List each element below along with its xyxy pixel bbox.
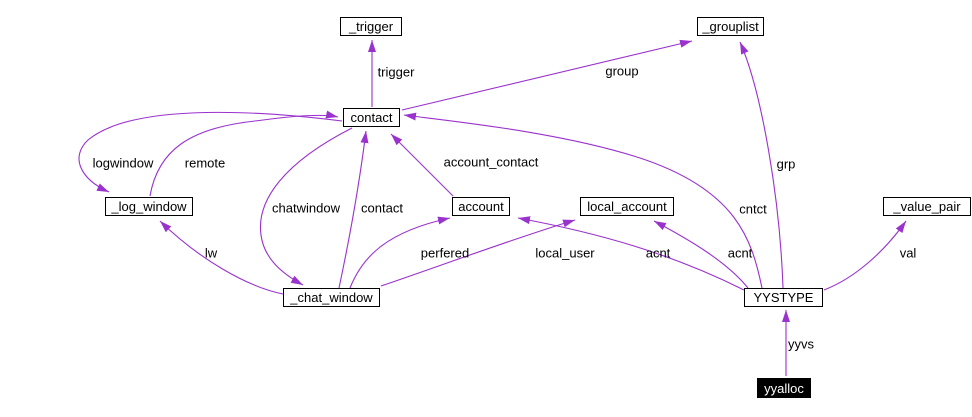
edge-contact-log-window: [78, 111, 343, 193]
edge-yystype-contact: [403, 112, 763, 289]
node-local-account[interactable]: local_account: [580, 197, 674, 216]
edge-label-lw: lw: [204, 245, 218, 261]
edge-label-contact: contact: [361, 200, 403, 216]
edge-contact-grouplist: [401, 39, 693, 111]
node-yyalloc[interactable]: yyalloc: [757, 378, 811, 398]
edge-contact-chat-window: [259, 127, 353, 286]
edge-label-account-contact: account_contact: [443, 154, 539, 170]
edge-label-logwindow: logwindow: [92, 155, 154, 171]
edge-log-window-contact: [149, 110, 339, 197]
node-grouplist[interactable]: _grouplist: [697, 17, 764, 36]
edge-yystype-grouplist: [739, 41, 784, 289]
node-account[interactable]: account: [452, 197, 510, 216]
edge-chat-window-local-account: [380, 219, 576, 287]
edge-label-local-user: local_user: [535, 245, 595, 261]
node-log-window[interactable]: _log_window: [105, 197, 193, 216]
node-trigger[interactable]: _trigger: [340, 17, 402, 36]
node-chat-window[interactable]: _chat_window: [283, 288, 380, 307]
edge-label-perfered: perfered: [420, 245, 470, 261]
node-contact[interactable]: contact: [343, 108, 400, 127]
edge-chat-window-contact: [338, 130, 369, 289]
edge-label-remote: remote: [184, 155, 226, 171]
edge-label-chatwindow: chatwindow: [272, 200, 340, 216]
edge-chat-window-account: [349, 216, 451, 289]
edge-label-val: val: [899, 245, 917, 261]
node-yystype[interactable]: YYSTYPE: [744, 288, 823, 307]
edge-label-acnt-1: acnt: [645, 245, 671, 261]
edge-label-cntct: cntct: [739, 201, 767, 217]
edge-yystype-account: [517, 216, 745, 291]
edge-account-contact: [390, 133, 454, 197]
edge-label-yyvs: yyvs: [788, 336, 814, 352]
edge-chat-window-log-window: [159, 220, 284, 295]
edge-label-grp: grp: [776, 156, 796, 172]
edge-label-acnt-2: acnt: [727, 245, 753, 261]
edge-label-group: group: [605, 63, 639, 79]
edge-yystype-value-pair: [823, 220, 907, 291]
edge-label-trigger: trigger: [377, 64, 415, 80]
edge-yystype-local-account: [653, 220, 749, 289]
node-value-pair[interactable]: _value_pair: [883, 197, 971, 216]
